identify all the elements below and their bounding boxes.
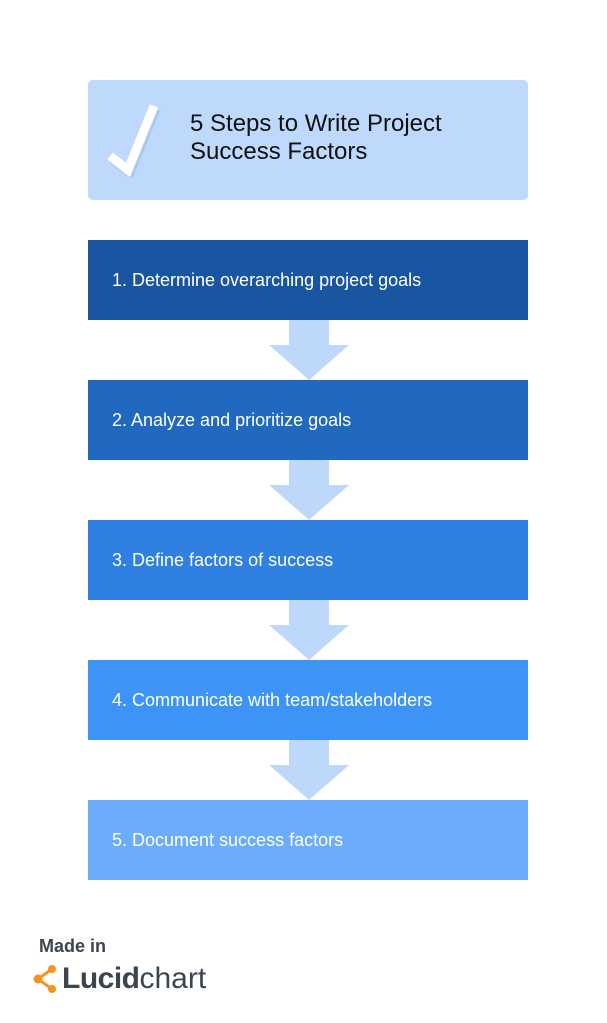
down-arrow-icon xyxy=(269,320,349,380)
step-4: 4. Communicate with team/stakeholders xyxy=(88,660,528,740)
down-arrow-icon xyxy=(269,740,349,800)
lucidchart-logo-icon xyxy=(33,965,56,993)
brand-lucid: Lucid xyxy=(62,962,140,995)
step-3: 3. Define factors of success xyxy=(88,520,528,600)
step-1: 1. Determine overarching project goals xyxy=(88,240,528,320)
brand-chart: chart xyxy=(139,962,207,995)
step-label: 3. Define factors of success xyxy=(112,549,334,570)
title-line-2: Success Factors xyxy=(190,138,368,165)
made-in-label: Made in xyxy=(39,936,107,956)
diagram-title: 5 Steps to Write Project Success Factors xyxy=(190,110,442,166)
step-label: 5. Document success factors xyxy=(112,829,344,850)
title-banner: 5 Steps to Write Project Success Factors xyxy=(88,80,528,200)
step-5: 5. Document success factors xyxy=(88,800,528,880)
step-label: 1. Determine overarching project goals xyxy=(112,269,422,290)
checkmark-icon xyxy=(107,104,161,178)
down-arrow-icon xyxy=(269,600,349,660)
title-line-1: 5 Steps to Write Project xyxy=(190,110,442,137)
step-label: 2. Analyze and prioritize goals xyxy=(112,409,352,430)
step-label: 4. Communicate with team/stakeholders xyxy=(112,689,433,710)
down-arrow-icon xyxy=(269,460,349,520)
step-2: 2. Analyze and prioritize goals xyxy=(88,380,528,460)
